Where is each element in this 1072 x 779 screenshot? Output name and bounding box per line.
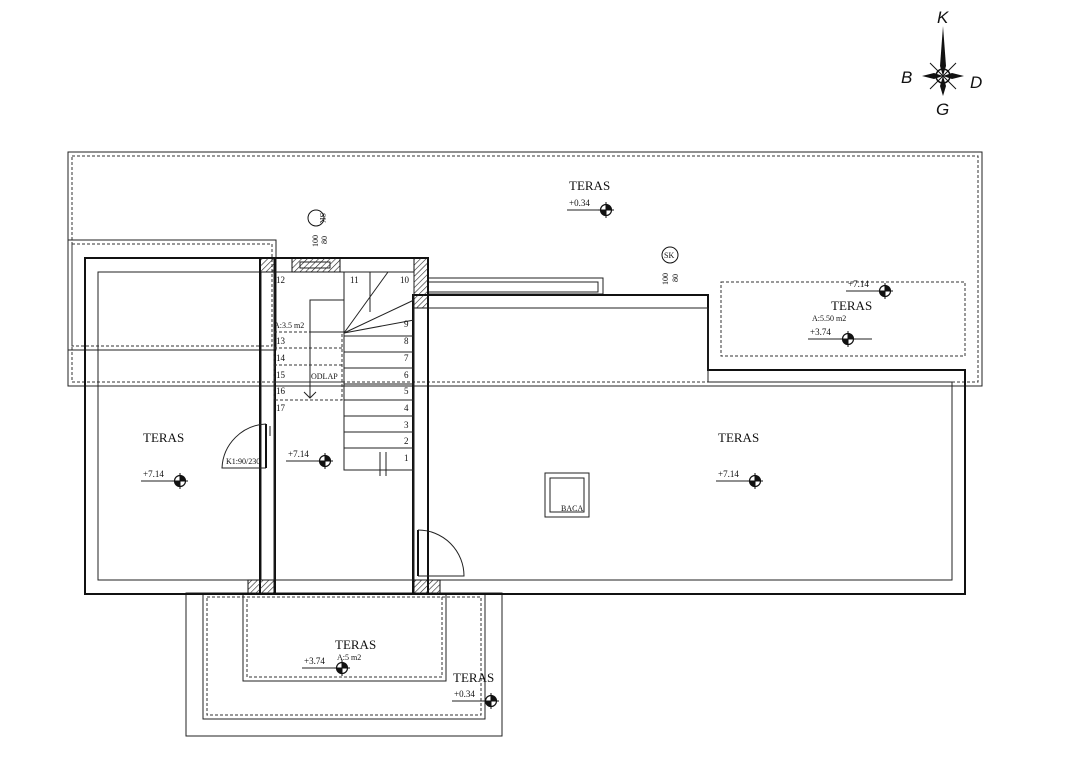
room-label: TERAS	[143, 430, 184, 445]
step-number: 15	[276, 370, 286, 380]
level-value: +7.14	[143, 469, 164, 479]
level-value: +7.14	[848, 279, 869, 289]
step-number: 17	[276, 403, 286, 413]
stair-numbers-left: 11 12 13 14 15 16 17	[276, 275, 359, 413]
room-label: TERAS	[453, 670, 494, 685]
se-terrace-labels: TERAS +0.34	[452, 670, 500, 710]
chimney-label: BACA	[561, 504, 583, 513]
level-marker-icon	[876, 282, 894, 300]
level-marker-icon	[171, 472, 189, 490]
room-label: TERAS	[569, 178, 610, 193]
step-number: 1	[404, 453, 409, 463]
skylight-symbol: SK	[664, 251, 674, 260]
step-number: 8	[404, 336, 409, 346]
compass-west-label: B	[901, 68, 912, 87]
step-number: 13	[276, 336, 286, 346]
room-area: A:5.50 m2	[812, 314, 846, 323]
level-marker-icon	[316, 452, 334, 470]
room-label: TERAS	[335, 637, 376, 652]
step-number: 16	[276, 386, 286, 396]
level-value: +0.34	[569, 198, 590, 208]
compass-north-label: K	[937, 8, 949, 27]
skylight-2: SK 100 80	[661, 246, 680, 285]
step-number: 10	[400, 275, 410, 285]
level-value: +7.14	[718, 469, 739, 479]
skylight-dim: 100	[311, 235, 320, 247]
step-number: 14	[276, 353, 286, 363]
east-terrace-labels: TERAS +7.14	[716, 430, 764, 490]
compass-east-label: D	[970, 73, 982, 92]
step-number: 4	[404, 403, 409, 413]
step-number: 12	[276, 275, 285, 285]
stair-hall-area: A:3.5 m2	[274, 321, 304, 330]
stair-numbers-right: 10 9 8 7 6 5 4 3 2 1	[400, 275, 410, 463]
level-marker-icon	[597, 201, 615, 219]
step-number: 6	[404, 370, 409, 380]
level-marker-icon	[333, 659, 351, 677]
lower-terrace-outlines	[67, 151, 983, 737]
skylight-dim: 100	[661, 273, 670, 285]
level-value: +7.14	[288, 449, 309, 459]
staircase	[273, 271, 415, 476]
step-number: 11	[350, 275, 359, 285]
step-number: 3	[404, 420, 409, 430]
level-value: +3.74	[810, 327, 831, 337]
skylight-dim: 80	[671, 274, 680, 282]
skylight-dim: 80	[320, 236, 329, 244]
stair-hall-labels: +7.14	[286, 449, 334, 470]
level-marker-icon	[839, 330, 857, 348]
level-value: +3.74	[304, 656, 325, 666]
compass-south-label: G	[936, 100, 949, 119]
level-value: +0.34	[454, 689, 475, 699]
step-number: 2	[404, 436, 409, 446]
level-marker-icon	[746, 472, 764, 490]
room-label: TERAS	[718, 430, 759, 445]
south-terrace-labels: TERAS +3.74 A:5 m2	[302, 637, 376, 677]
door-east	[413, 529, 465, 577]
ne-terrace-labels: +7.14 TERAS A:5.50 m2 +3.74	[808, 279, 894, 348]
compass-rose: K B D G	[901, 8, 982, 119]
chimney: BACA	[544, 472, 590, 518]
skylight-1: SK 100 80	[307, 209, 329, 247]
door-west: K1:90/230	[221, 423, 271, 469]
room-label: TERAS	[831, 298, 872, 313]
door-label: K1:90/230	[226, 457, 260, 466]
landing-label: ODLAP	[311, 372, 338, 381]
step-number: 5	[404, 386, 409, 396]
step-number: 9	[404, 319, 409, 329]
skylight-symbol: SK	[318, 213, 327, 223]
west-terrace-labels: TERAS +7.14	[141, 430, 189, 490]
room-area: A:5 m2	[337, 653, 361, 662]
north-terrace-labels: TERAS +0.34	[567, 178, 615, 219]
step-number: 7	[404, 353, 409, 363]
